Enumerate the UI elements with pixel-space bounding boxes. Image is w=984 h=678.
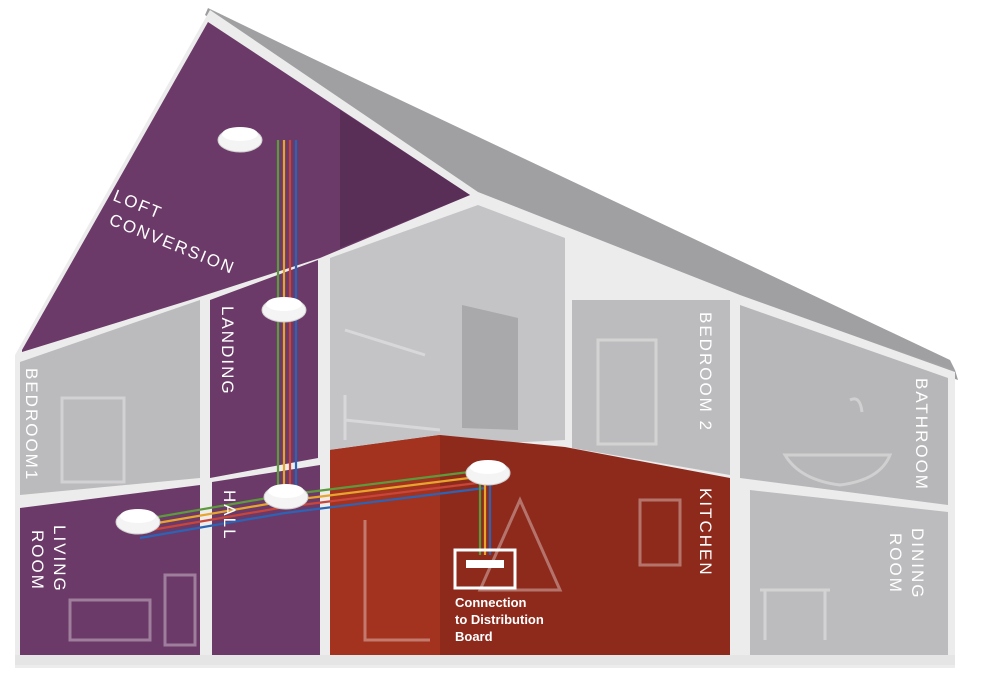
label-living-2: ROOM (28, 530, 47, 591)
distribution-board-icon (453, 548, 517, 590)
caption-line3: Board (455, 629, 493, 644)
room-bathroom (740, 305, 948, 505)
furniture (60, 328, 893, 647)
label-living-1: LIVING (50, 525, 69, 593)
smoke-alarm-icon (263, 484, 309, 510)
smoke-alarm-icon (465, 460, 511, 486)
room-loft (22, 22, 470, 352)
label-dining-2: ROOM (886, 533, 905, 594)
floor (15, 655, 955, 665)
label-bedroom1: BEDROOM1 (22, 368, 41, 481)
label-kitchen: KITCHEN (696, 488, 715, 577)
label-bathroom: BATHROOM (912, 378, 931, 491)
label-landing: LANDING (218, 306, 237, 396)
label-hall: HALL (220, 490, 239, 541)
smoke-alarm-icon (261, 297, 307, 323)
label-dining-1: DINING (908, 528, 927, 600)
room-bedroom1 (20, 300, 200, 495)
loft-shade (340, 110, 470, 248)
room-bedroom2 (572, 300, 730, 475)
smoke-alarm-icon (115, 509, 161, 535)
upper-doorway (462, 305, 518, 430)
smoke-alarm-icon (217, 127, 263, 153)
caption-line2: to Distribution (455, 612, 544, 627)
roof-main (210, 10, 955, 370)
label-bedroom2: BEDROOM 2 (696, 312, 715, 432)
kitchen-shade (330, 435, 440, 655)
caption-line1: Connection (455, 595, 527, 610)
room-dining (750, 490, 948, 655)
